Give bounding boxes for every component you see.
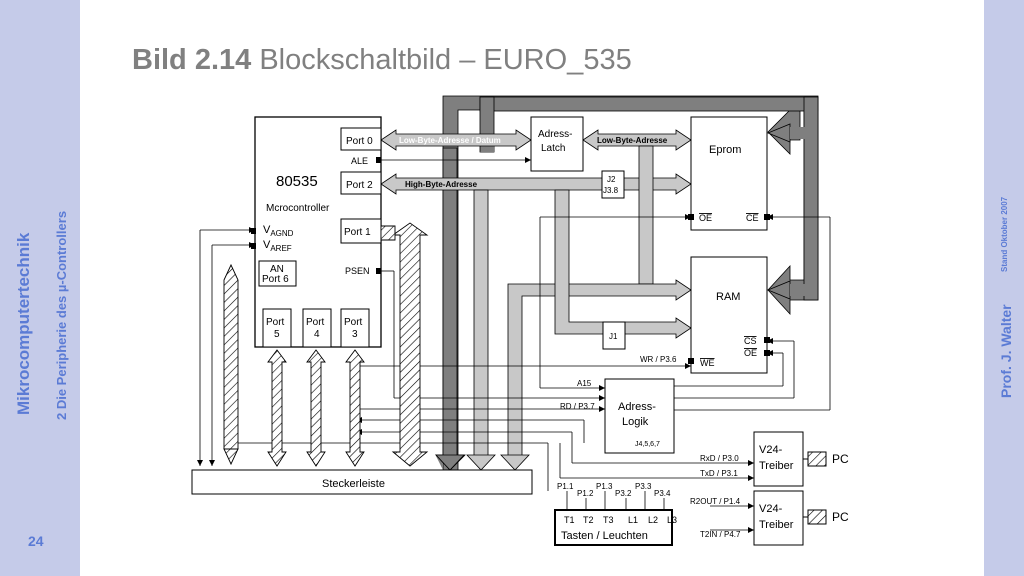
port5-number: 5 — [274, 329, 280, 340]
port4-label: Port — [306, 317, 325, 328]
right-sidebar — [984, 0, 1024, 576]
wr-label: WR / P3.6 — [640, 355, 677, 364]
keypad-label: Tasten / Leuchten — [561, 530, 648, 542]
driver2-label-2: Treiber — [759, 519, 794, 531]
pin-p3-4: P3.4 — [654, 489, 671, 498]
cpu-name: 80535 — [276, 173, 318, 190]
figure-title: Blockschaltbild – EURO_535 — [259, 44, 632, 76]
an-port-label: Port 6 — [262, 274, 289, 285]
rxd-label: RxD / P3.0 — [700, 454, 739, 463]
keypad-block — [554, 509, 673, 546]
eprom-label: Eprom — [709, 144, 741, 156]
j2-sub-label: J3.8 — [603, 186, 619, 195]
key-t1: T1 — [564, 515, 575, 525]
latch-label-1: Adress- — [538, 129, 572, 140]
key-t2: T2 — [583, 515, 594, 525]
key-l1: L1 — [628, 515, 638, 525]
rd-label: RD / P3.7 — [560, 402, 595, 411]
ram-cs-label: CS — [744, 336, 757, 346]
txd-label: TxD / P3.1 — [700, 469, 738, 478]
driver1-label-1: V24- — [759, 444, 783, 456]
ram-label: RAM — [716, 291, 740, 303]
logic-label-1: Adress- — [618, 401, 656, 413]
address-logic-block — [604, 378, 675, 454]
ale-label: ALE — [351, 156, 368, 166]
control-lines — [199, 216, 831, 531]
pc-label-2: PC — [832, 510, 849, 524]
key-l2: L2 — [648, 515, 658, 525]
page-number: 24 — [28, 533, 44, 549]
address-latch — [530, 116, 584, 172]
pin-p3-3: P3.3 — [635, 482, 652, 491]
jumper-j2 — [601, 170, 625, 199]
pc-connector-1 — [807, 451, 827, 467]
bus-high-label: High-Byte-Adresse — [405, 180, 478, 189]
cpu-subtitle: Mcrocontroller — [266, 203, 330, 214]
arrow-heads — [197, 214, 773, 533]
driver2-label-1: V24- — [759, 503, 783, 515]
pc-label-1: PC — [832, 452, 849, 466]
eprom-oe-label: OE — [699, 213, 712, 223]
t2in-label: T2IN / P4.7 — [700, 530, 741, 539]
j2-label: J2 — [607, 175, 616, 184]
eprom-block — [690, 116, 768, 231]
left-sidebar — [0, 0, 80, 576]
slide-title: Bild 2.14 Blockschaltbild – EURO_535 — [132, 44, 632, 77]
driver1-label-2: Treiber — [759, 460, 794, 472]
ram-oe-label: OE — [744, 348, 757, 358]
keypad-pins — [566, 491, 665, 510]
pin-p3-2: P3.2 — [615, 489, 632, 498]
connector-label: Steckerleiste — [322, 478, 385, 490]
port5-label: Port — [266, 317, 285, 328]
v24-driver-2 — [753, 490, 804, 546]
varef-label: VAREF — [263, 239, 292, 253]
bus-low-data-label: Low-Byte-Adresse / Datum — [399, 136, 501, 145]
vagnd-label: VAGND — [263, 224, 294, 238]
port3-number: 3 — [352, 329, 358, 340]
pc-connector-2 — [807, 509, 827, 525]
ram-we-label: WE — [700, 358, 715, 368]
port3-label: Port — [344, 317, 363, 328]
port4-number: 4 — [314, 329, 320, 340]
bus-low-label: Low-Byte-Adresse — [597, 136, 668, 145]
pin-p1-2: P1.2 — [577, 489, 594, 498]
port-buses — [223, 222, 429, 467]
key-l3: L3 — [667, 515, 677, 525]
eprom-ce-label: CE — [746, 213, 759, 223]
port0-label: Port 0 — [346, 136, 373, 147]
psen-label: PSEN — [345, 266, 370, 276]
microcontroller-block — [251, 116, 382, 348]
dark-bus-drops — [435, 147, 465, 471]
port1-label: Port 1 — [344, 227, 371, 238]
ram-block — [690, 256, 768, 374]
key-t3: T3 — [603, 515, 614, 525]
r2out-label: R2OUT / P1.4 — [690, 497, 741, 506]
logic-jumpers-label: J4,5,6,7 — [635, 441, 660, 448]
v24-driver-1 — [753, 431, 804, 487]
latch-label-2: Latch — [541, 143, 565, 154]
j1-label: J1 — [609, 332, 618, 341]
jumper-j1 — [602, 321, 626, 350]
an-label: AN — [270, 264, 284, 275]
pin-p1-1: P1.1 — [557, 482, 574, 491]
port2-label: Port 2 — [346, 180, 373, 191]
connector-strip — [191, 469, 533, 495]
logic-label-2: Logik — [622, 416, 649, 428]
a15-label: A15 — [577, 379, 592, 388]
pin-p1-3: P1.3 — [596, 482, 613, 491]
figure-number: Bild 2.14 — [132, 44, 252, 76]
